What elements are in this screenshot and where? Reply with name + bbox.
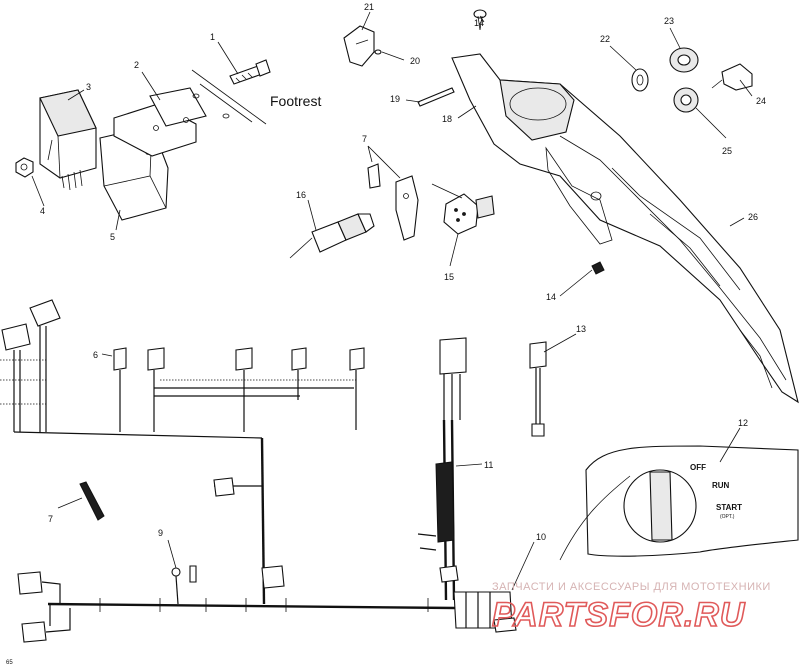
switch-off-label: OFF — [690, 463, 706, 472]
callout-22: 22 — [600, 34, 610, 44]
callout-3: 3 — [86, 82, 91, 92]
part-22-grommet — [631, 68, 649, 92]
part-6-harness — [0, 299, 365, 439]
left-end-connectors — [17, 571, 71, 643]
washers-small — [192, 93, 230, 119]
part-15-connector — [443, 193, 495, 235]
callout-7-lever: 7 — [362, 134, 367, 144]
switch-start-label: START — [716, 503, 742, 512]
callout-12: 12 — [738, 418, 748, 428]
callout-18: 18 — [442, 114, 452, 124]
callout-4: 4 — [40, 206, 45, 216]
callout-7-strap: 7 — [48, 514, 53, 524]
part-9-ring-terminal — [171, 565, 197, 605]
callout-14-bottom: 14 — [546, 292, 556, 302]
callout-10: 10 — [536, 532, 546, 542]
watermark-brand: PARTSFOR.RU — [492, 596, 746, 634]
callout-25: 25 — [722, 146, 732, 156]
part-20-screw — [374, 49, 382, 55]
callout-23: 23 — [664, 16, 674, 26]
callout-5: 5 — [110, 232, 115, 242]
footrest-line — [191, 69, 267, 125]
callout-1: 1 — [210, 32, 215, 42]
footrest-label: Footrest — [270, 93, 321, 109]
part-14-screw-bottom — [591, 261, 605, 275]
switch-start-sub-label: (OPT.) — [720, 514, 735, 520]
callout-26: 26 — [748, 212, 758, 222]
leader-lines — [31, 11, 753, 591]
connector-row — [113, 347, 365, 371]
callout-numbers: 1 2 3 4 5 6 7 7 9 10 11 12 13 14 14 15 1… — [40, 2, 766, 542]
part-16-switch — [289, 213, 375, 259]
callout-24: 24 — [756, 96, 766, 106]
part-23-grommet — [669, 47, 699, 73]
page-mark: 65 — [6, 660, 13, 666]
part-4-nut — [15, 157, 34, 178]
callout-20: 20 — [410, 56, 420, 66]
part-11-harness — [417, 337, 467, 601]
callout-13: 13 — [576, 324, 586, 334]
part-1-bolt — [229, 59, 271, 85]
watermark-tagline: ЗАПЧАСТИ И АКСЕССУАРЫ ДЛЯ МОТОТЕХНИКИ — [492, 581, 771, 593]
part-19-rod — [417, 87, 455, 107]
part-7-strap — [79, 481, 105, 521]
switch-run-label: RUN — [712, 481, 730, 490]
part-14-screw-top — [473, 9, 487, 31]
part-10-connector — [453, 591, 517, 633]
callout-16: 16 — [296, 190, 306, 200]
callout-9: 9 — [158, 528, 163, 538]
callout-2: 2 — [134, 60, 139, 70]
part-12-switch-panel — [559, 445, 799, 561]
main-harness-trunk — [47, 437, 457, 612]
part-26-housing — [451, 53, 799, 404]
part-24-key — [711, 63, 753, 91]
callout-14-top: 14 — [474, 18, 484, 28]
part-25-grommet — [673, 87, 699, 113]
part-21-clip — [343, 25, 375, 67]
callout-15: 15 — [444, 272, 454, 282]
callout-19: 19 — [390, 94, 400, 104]
watermark: ЗАПЧАСТИ И АКСЕССУАРЫ ДЛЯ МОТОТЕХНИКИ PA… — [491, 581, 771, 635]
callout-11: 11 — [484, 460, 493, 470]
part-13-lead — [529, 341, 547, 437]
callout-6: 6 — [93, 350, 98, 360]
part-2-plate — [113, 87, 207, 157]
ignition-switch-labels: OFF RUN START (OPT.) — [690, 463, 742, 520]
part-3-module — [39, 89, 97, 191]
part-17-lever — [367, 163, 419, 241]
callout-21: 21 — [364, 2, 374, 12]
